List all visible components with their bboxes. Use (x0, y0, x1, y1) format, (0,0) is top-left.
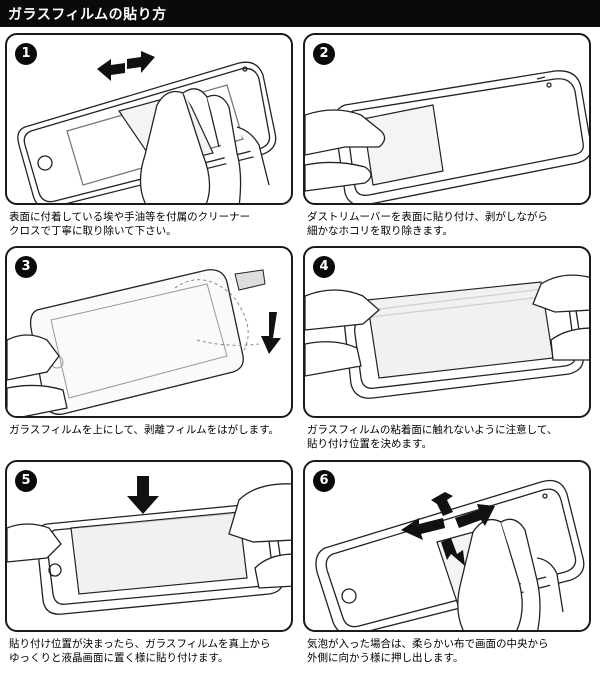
step-number-badge: 6 (313, 470, 335, 492)
phone-cleaning-illustration (17, 51, 277, 203)
step-3-description: ガラスフィルムを上にして、剥離フィルムをはがします。 (9, 424, 280, 436)
peel-film-illustration (7, 269, 281, 416)
peeled-film-outline (174, 279, 260, 353)
step-4-description: ガラスフィルムの粘着面に触れないように注意して、 貼り付け位置を決めます。 (307, 424, 558, 450)
down-arrow-icon (127, 476, 159, 514)
hand-icon (457, 518, 564, 630)
step-1-description: 表面に付着している埃や手油等を付属のクリーナー クロスで丁寧に取り除いて下さい。 (9, 211, 251, 237)
remove-bubbles-illustration (315, 479, 585, 630)
step-2-description: ダストリムーバーを表面に貼り付け、剥がしながら 細かなホコリを取り除きます。 (307, 211, 548, 237)
step-number-badge: 5 (15, 470, 37, 492)
hand-icon (7, 483, 291, 589)
step-4-illustration: 4 (303, 246, 591, 418)
step-6-illustration: 6 (303, 460, 591, 632)
step-3-illustration: 3 (5, 246, 293, 418)
hand-icon (7, 334, 68, 416)
down-arrow-icon (261, 312, 281, 354)
glass-film (366, 281, 554, 379)
hand-icon (305, 274, 589, 377)
left-right-arrow-icon (97, 51, 155, 81)
dust-remover-sticker (362, 104, 444, 186)
glass-film (70, 511, 248, 595)
hand-icon (305, 109, 386, 192)
hand-icon (139, 88, 270, 203)
step-number-badge: 3 (15, 256, 37, 278)
position-film-illustration (305, 274, 589, 399)
dust-remover-illustration (305, 70, 589, 203)
step-5-description: 貼り付け位置が決まったら、ガラスフィルムを真上から ゆっくりと液晶画面に置く様に… (9, 638, 271, 664)
step-6-description: 気泡が入った場合は、柔らかい布で画面の中央から 外側に向かう様に押し出します。 (307, 638, 549, 664)
page-header: ガラスフィルムの貼り方 (0, 0, 600, 27)
step-1-illustration: 1 (5, 33, 293, 205)
step-number-badge: 2 (313, 43, 335, 65)
step-5-illustration: 5 (5, 460, 293, 632)
page-title: ガラスフィルムの貼り方 (8, 7, 167, 23)
apply-film-illustration (7, 476, 291, 615)
step-2-illustration: 2 (303, 33, 591, 205)
spread-arrows-icon (401, 492, 495, 566)
step-number-badge: 1 (15, 43, 37, 65)
peel-tab (234, 269, 266, 291)
step-number-badge: 4 (313, 256, 335, 278)
